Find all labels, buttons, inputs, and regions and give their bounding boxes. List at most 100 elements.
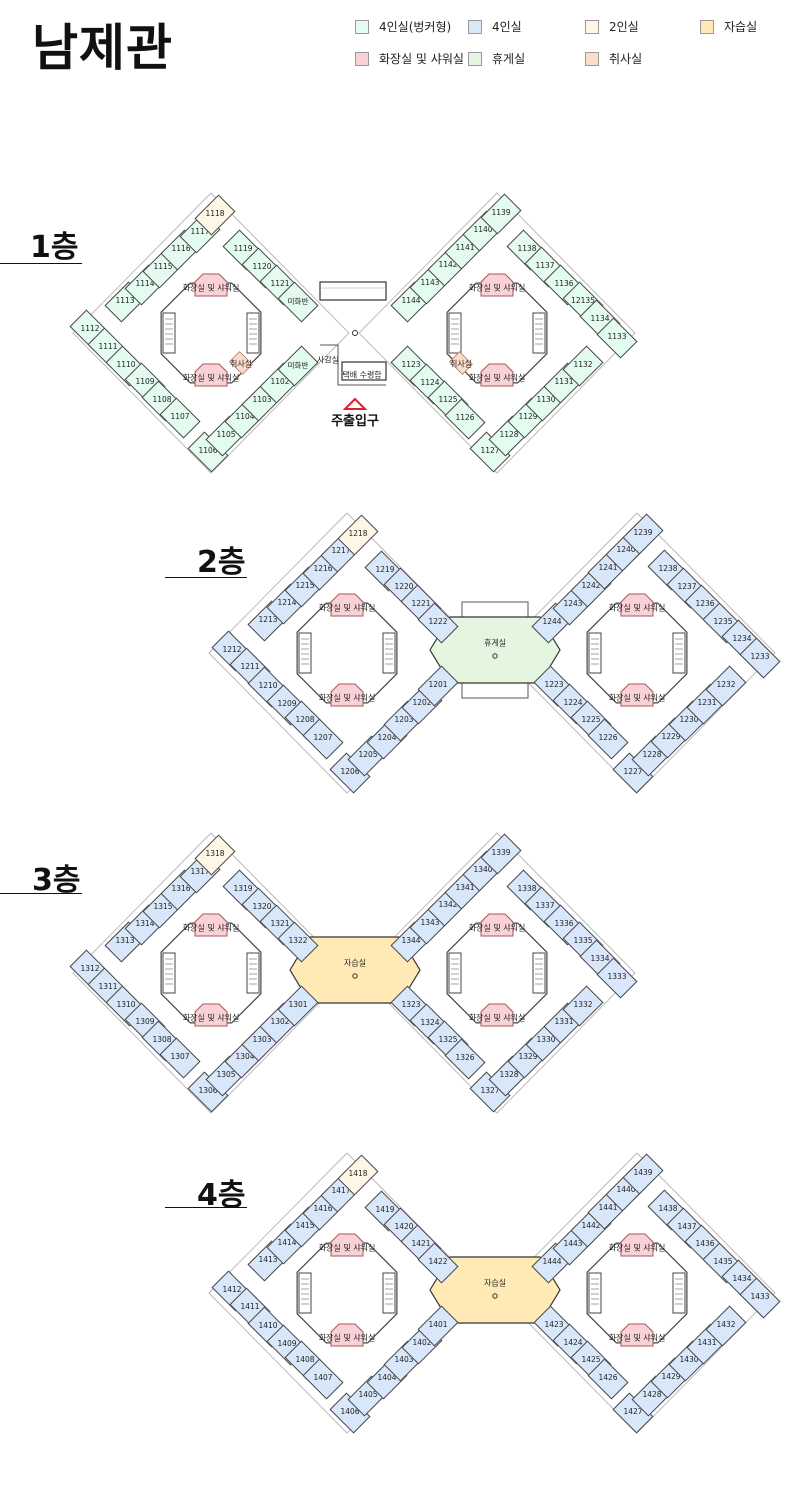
room-number: 1435 <box>713 1257 733 1266</box>
room-number: 1320 <box>252 902 272 911</box>
room-number: 1303 <box>252 1035 272 1044</box>
staircase <box>162 312 176 354</box>
legend-swatch <box>700 19 714 34</box>
room-number: 1327 <box>480 1086 500 1095</box>
room-number: 1217 <box>331 546 351 555</box>
room-number: 1318 <box>205 849 225 858</box>
toilet-shower-room <box>620 593 654 617</box>
room-number: 1219 <box>375 565 395 574</box>
room-number: 1431 <box>697 1338 717 1347</box>
toilet-shower-label: 화장실 및 샤워실 <box>318 693 376 703</box>
room-number: 1321 <box>270 919 290 928</box>
room-number: 1344 <box>401 936 421 945</box>
room-number: 1334 <box>590 954 610 963</box>
room-number: 1239 <box>633 528 653 537</box>
room-number: 1424 <box>563 1338 583 1347</box>
legend-item: 휴게실 <box>468 50 525 67</box>
room-number: 1236 <box>695 599 715 608</box>
room-number: 1118 <box>205 209 225 218</box>
room-number: 1108 <box>152 395 172 404</box>
room-number: 1202 <box>412 698 432 707</box>
room-number: 1325 <box>438 1035 458 1044</box>
room-number: 1129 <box>518 412 538 421</box>
toilet-shower-label: 화장실 및 샤워실 <box>608 693 666 703</box>
legend-item: 4인실 <box>468 18 522 35</box>
room-number: 1131 <box>554 377 574 386</box>
room-number: 1302 <box>270 1017 290 1026</box>
toilet-shower-room <box>194 913 228 937</box>
legend-label: 취사실 <box>609 52 643 66</box>
room-number: 1222 <box>428 617 448 626</box>
toilet-shower-label: 화장실 및 샤워실 <box>318 1333 376 1343</box>
room-number: 1332 <box>573 1000 593 1009</box>
room-number: 1406 <box>340 1407 360 1416</box>
room-number: 1144 <box>401 296 421 305</box>
kitchen-label: 취사실 <box>229 359 253 369</box>
room-number: 1315 <box>153 902 173 911</box>
room-number: 1201 <box>428 680 448 689</box>
room-number: 1206 <box>340 767 360 776</box>
room-number: 1341 <box>455 883 475 892</box>
room-number: 1427 <box>623 1407 643 1416</box>
room-number: 1430 <box>679 1355 699 1364</box>
staircase <box>672 632 686 674</box>
room-number: 1323 <box>401 1000 421 1009</box>
toilet-shower-label: 화장실 및 샤워실 <box>608 603 666 613</box>
room-number: 1441 <box>598 1203 618 1212</box>
toilet-shower-label: 화장실 및 샤워실 <box>468 1013 526 1023</box>
wing-outline <box>358 832 636 1114</box>
kitchen <box>229 351 253 375</box>
room-number: 1425 <box>581 1355 601 1364</box>
room-number: 1220 <box>394 582 414 591</box>
room-number: 1132 <box>573 360 593 369</box>
toilet-shower-label: 화장실 및 샤워실 <box>182 373 240 383</box>
room-number: 1402 <box>412 1338 432 1347</box>
room-number: 1417 <box>331 1186 351 1195</box>
room-number: 1428 <box>642 1390 662 1399</box>
balcony <box>461 601 529 618</box>
study-room-label: 자습실 <box>483 1278 507 1288</box>
legend-label: 2인실 <box>609 20 639 34</box>
toilet-shower-room <box>330 1233 364 1257</box>
room-number: 1113 <box>115 296 135 305</box>
legend-item: 취사실 <box>585 50 642 67</box>
legend-swatch <box>585 51 599 66</box>
room-number: 1229 <box>661 732 681 741</box>
toilet-shower-room <box>620 683 654 707</box>
room-number: 1230 <box>679 715 699 724</box>
toilet-shower-room <box>194 273 228 297</box>
room-number: 1203 <box>394 715 414 724</box>
room-number: 1136 <box>554 279 574 288</box>
room-number: 1322 <box>288 936 308 945</box>
floor-2-underline <box>165 577 247 578</box>
room-number: 1120 <box>252 262 272 271</box>
legend-item: 화장실 및 샤워실 <box>355 50 464 67</box>
room-number: 1137 <box>535 261 555 270</box>
toilet-shower-room <box>480 273 514 297</box>
room-number: 1304 <box>235 1052 255 1061</box>
room-number: 1326 <box>455 1053 475 1062</box>
room-number: 1119 <box>233 244 253 253</box>
room-number: 미화반 <box>287 361 309 370</box>
center-marker <box>492 653 498 659</box>
toilet-shower-label: 화장실 및 샤워실 <box>182 283 240 293</box>
toilet-shower-room <box>194 1003 228 1027</box>
room-number: 1215 <box>295 581 315 590</box>
room-number: 1128 <box>499 430 519 439</box>
room-number: 1436 <box>695 1239 715 1248</box>
room-number: 1416 <box>313 1204 333 1213</box>
room-number: 1105 <box>216 430 236 439</box>
room-number: 1212 <box>222 645 242 654</box>
room-number: 1310 <box>116 1000 136 1009</box>
room-number: 1419 <box>375 1205 395 1214</box>
room-number: 1403 <box>394 1355 414 1364</box>
study-room-label: 자습실 <box>343 958 367 968</box>
entrance-arrow-icon <box>342 397 368 410</box>
room-number: 1110 <box>116 360 136 369</box>
room-number: 1138 <box>517 244 537 253</box>
room-number: 1123 <box>401 360 421 369</box>
legend-label: 휴게실 <box>492 52 526 66</box>
room-number: 1329 <box>518 1052 538 1061</box>
room-number: 1235 <box>713 617 733 626</box>
